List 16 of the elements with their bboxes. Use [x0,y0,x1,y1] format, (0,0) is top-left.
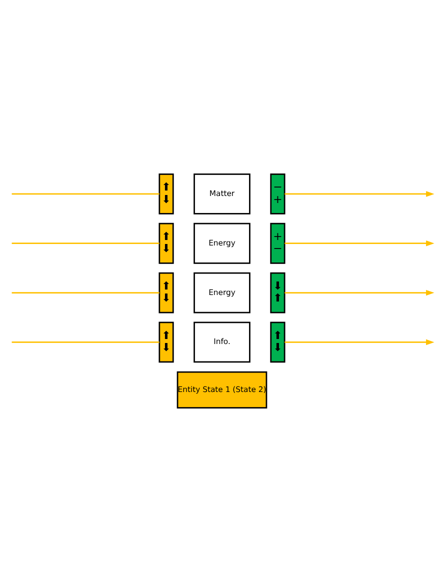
node-box: − + [270,173,285,214]
node-box: ⬆ ⬇ [158,222,174,264]
arrow [284,338,434,345]
connector [11,341,159,342]
node-box: ⬆ ⬇ [158,173,174,214]
arrow [284,190,434,196]
connector [11,292,159,293]
node-box: ⬆ ⬇ [158,321,174,362]
node-box: ⬇ ⬆ [270,272,285,313]
node-box: ⬆ ⬇ [270,321,285,362]
connector [11,242,159,244]
arrow [284,240,434,246]
node-box: + − [270,222,285,264]
connector [11,192,159,194]
arrow [284,289,434,296]
node-box: ⬆ ⬇ [158,272,174,313]
